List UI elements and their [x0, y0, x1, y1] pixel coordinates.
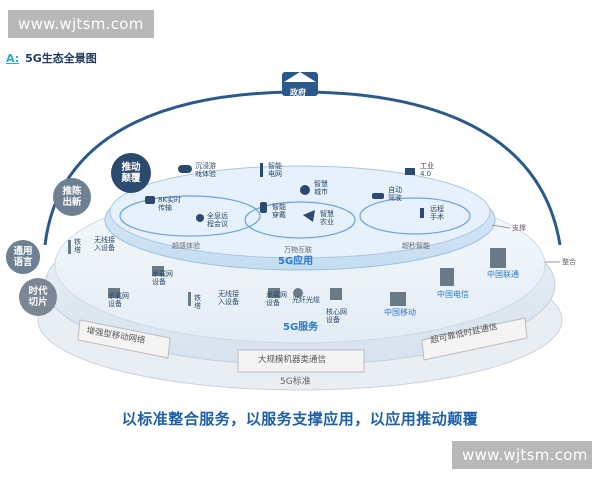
svc-tower-left: 铁 塔: [74, 238, 81, 254]
robot-arm-icon: [420, 208, 424, 218]
government-icon: [282, 72, 318, 96]
svc-bearer-c: 承载网 设备: [266, 291, 287, 307]
app-smart-agri: 智慧 农业: [320, 210, 334, 226]
app-immersive-game: 沉浸游 戏体验: [195, 162, 216, 178]
band-experience: 超感体验: [172, 242, 200, 250]
integrate-label: 整合: [562, 258, 576, 266]
app-smart-wear: 智能 穿戴: [272, 203, 286, 219]
power-tower-icon: [260, 163, 263, 177]
ring-experience: [119, 195, 261, 237]
government-label: 政府: [290, 88, 306, 97]
watermark-bottom: www.wjtsm.com: [452, 441, 592, 469]
bubble-innovate: 推陈 出新: [53, 178, 91, 216]
layer-standard-label: 5G标准: [280, 377, 311, 387]
game-controller-icon: [178, 165, 192, 173]
tower-left-icon: [68, 240, 71, 254]
slogan: 以标准整合服务，以服务支撑应用，以应用推动颠覆: [121, 410, 479, 428]
svc-tower-mid: 铁 塔: [194, 294, 201, 310]
operator-unicom: 中国联通: [487, 270, 519, 279]
unicom-building-icon: [490, 248, 506, 268]
bubble-disrupt: 推动 颠覆: [111, 153, 151, 193]
operator-telecom: 中国电信: [437, 290, 469, 299]
band-iot: 万物互联: [284, 246, 312, 254]
svc-bearer-left: 承载网 设备: [108, 292, 129, 308]
bubble-common-language: 通用 语言: [6, 240, 40, 274]
support-label: 支撑: [512, 224, 526, 232]
app-smart-grid: 智能 电网: [268, 162, 282, 178]
mobile-building-icon: [390, 292, 406, 306]
server-c-icon: [268, 288, 280, 298]
layer-app-label: 5G应用: [278, 256, 314, 267]
app-remote-surgery: 远程 手术: [430, 205, 444, 221]
factory-icon: [405, 168, 415, 175]
svc-bearer-mid: 承载网 设备: [152, 270, 173, 286]
band-tab-embb: [77, 319, 171, 359]
svc-core: 核心网 设备: [326, 308, 347, 324]
bubble-slice: 时代 切片: [19, 278, 57, 316]
app-holo-meeting: 全息远 程会议: [207, 212, 228, 228]
watermark-top: www.wjtsm.com: [8, 10, 154, 38]
server-mid-icon: [152, 266, 164, 276]
layer-service-label: 5G服务: [283, 322, 319, 333]
app-8k: 8K实时 传输: [158, 196, 182, 212]
heading-title: 5G生态全景图: [25, 52, 97, 65]
support-arrow: [491, 224, 511, 229]
tower-mid-icon: [188, 292, 191, 306]
server-left-icon: [108, 288, 120, 298]
page-title: A: 5G生态全景图: [6, 50, 97, 66]
watch-icon: [260, 202, 267, 213]
building-icon: [300, 185, 310, 195]
app-industry40: 工业 4.0: [420, 162, 434, 178]
band-tab-urllc: [421, 317, 528, 361]
svc-wireless-mid: 无线接 入设备: [218, 290, 239, 306]
app-auto-drive: 自动 驾驶: [388, 186, 402, 202]
band-intelligence: 超秒智能: [402, 242, 430, 250]
app-smart-city: 智慧 城市: [314, 180, 328, 196]
core-icon: [330, 288, 342, 300]
operator-mobile: 中国移动: [384, 308, 416, 317]
drone-icon: [303, 210, 315, 222]
svc-wireless-left: 无线接 入设备: [94, 236, 115, 252]
car-icon: [372, 193, 384, 199]
heading-prefix: A:: [6, 52, 20, 65]
ring-iot: [244, 201, 356, 239]
svc-fiber: 光纤光缆: [292, 296, 320, 304]
band-tab-mmtc: [237, 349, 365, 373]
ring-intelligence: [359, 197, 471, 235]
fiber-icon: [293, 288, 303, 298]
telecom-building-icon: [440, 268, 454, 286]
people-icon: [196, 214, 204, 222]
camera-icon: [145, 196, 155, 204]
band-mmtc: 大规模机器类通信: [258, 355, 327, 365]
